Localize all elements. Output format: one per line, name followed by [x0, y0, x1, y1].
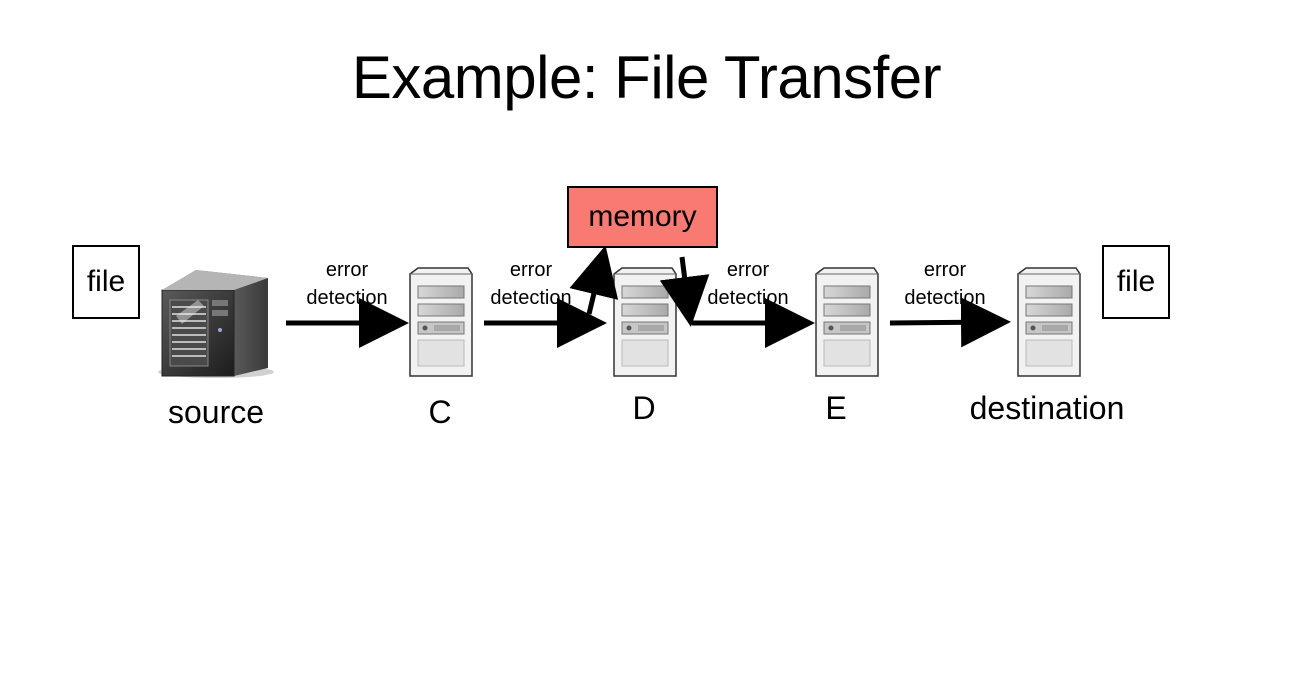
edge-label-source-c: error detection — [306, 256, 387, 312]
arrow-memory-to-d — [659, 256, 710, 327]
node-label-destination: destination — [969, 390, 1125, 426]
source-server-icon — [158, 270, 274, 378]
edge-label-e-destination: error detection — [904, 256, 985, 312]
slide-title: Example: File Transfer — [351, 44, 942, 111]
edge-label-line1: error — [923, 259, 967, 281]
edge-label-c-d: error detection — [490, 256, 571, 312]
edge-label-line1: error — [726, 259, 770, 281]
arrow-d-to-memory — [569, 245, 619, 315]
server-e-icon — [815, 267, 879, 377]
edge-label-line1: error — [325, 259, 369, 281]
edge-label-line1: error — [509, 259, 553, 281]
edge-label-d-e: error detection — [707, 256, 788, 312]
node-label-d: D — [632, 390, 656, 426]
node-label-c: C — [428, 394, 452, 430]
edge-label-line2: detection — [904, 287, 986, 309]
server-d-icon — [613, 267, 677, 377]
node-label-source: source — [167, 394, 265, 430]
edge-label-line2: detection — [707, 287, 789, 309]
memory-box: memory — [567, 186, 718, 248]
arrow-e-to-destination — [889, 297, 1011, 348]
source-file-box: file — [72, 245, 140, 319]
edge-label-line2: detection — [490, 287, 572, 309]
destination-server-icon — [1017, 267, 1081, 377]
node-label-e: E — [825, 390, 847, 426]
destination-file-box: file — [1102, 245, 1170, 319]
edge-label-line2: detection — [306, 287, 388, 309]
server-c-icon — [409, 267, 473, 377]
